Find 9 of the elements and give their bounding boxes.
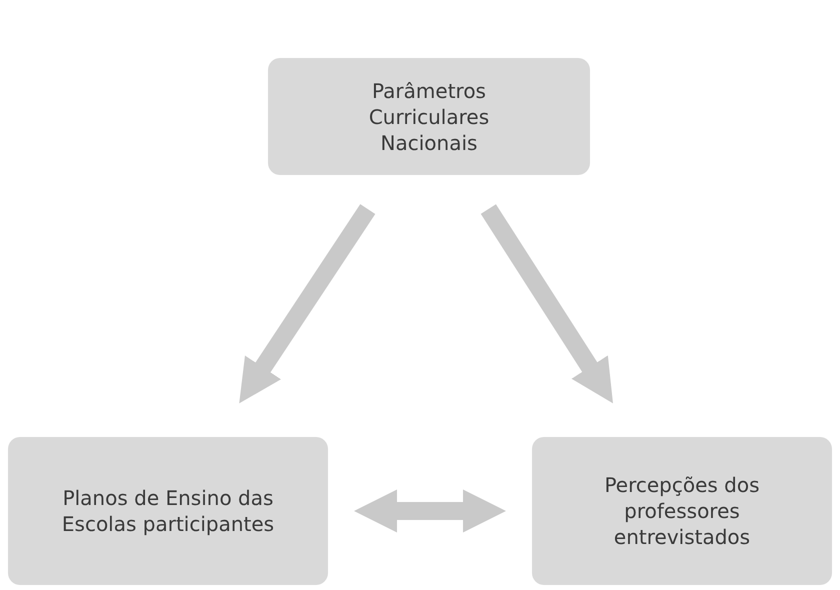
block-arrow [480, 204, 613, 404]
block-arrow [354, 489, 506, 533]
process-box [268, 58, 590, 175]
node-text: Percepções dos professores entrevistados [603, 472, 761, 550]
node-text: Parâmetros Curriculares Nacionais [368, 78, 490, 156]
process-box [532, 437, 832, 585]
block-arrow [239, 204, 376, 404]
node-text: Planos de Ensino das Escolas participantes [60, 485, 276, 537]
process-box [8, 437, 328, 585]
